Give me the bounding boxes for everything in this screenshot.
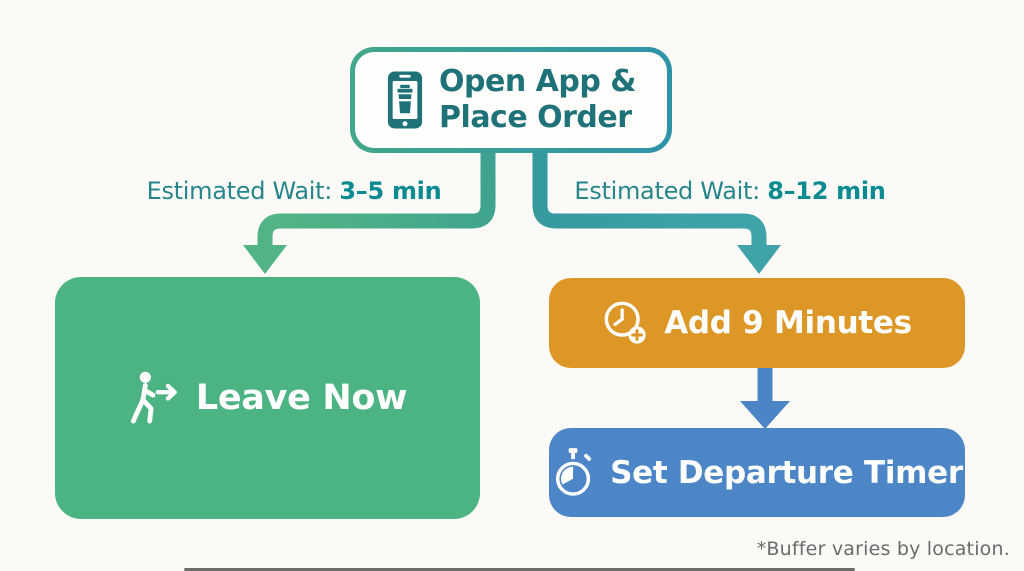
leave-now-label: Leave Now: [195, 378, 408, 418]
footnote: *Buffer varies by location.: [756, 538, 1010, 560]
clock-plus-icon: [604, 301, 646, 344]
start-node-title: Open App & Place Order: [439, 64, 636, 136]
add-minutes-node: Add 9 Minutes: [549, 278, 965, 368]
left-wait-prefix: Estimated Wait:: [146, 177, 340, 205]
set-timer-label: Set Departure Timer: [610, 454, 963, 491]
start-title-line1: Open App &: [439, 64, 636, 99]
right-wait-label: Estimated Wait: 8–12 min: [574, 177, 886, 205]
walking-person-icon: [130, 371, 177, 424]
leave-now-node: Leave Now: [55, 277, 480, 519]
set-timer-node: Set Departure Timer: [549, 428, 965, 517]
left-wait-label: Estimated Wait: 3–5 min: [138, 177, 450, 205]
left-branch-arrow: [243, 146, 496, 274]
right-branch-arrow: [532, 146, 781, 274]
stopwatch-icon: [556, 447, 592, 496]
bottom-bar: [184, 568, 855, 571]
right-wait-prefix: Estimated Wait:: [574, 177, 768, 205]
add-minutes-label: Add 9 Minutes: [664, 305, 912, 341]
left-wait-value: 3–5 min: [339, 177, 442, 205]
right-wait-value: 8–12 min: [767, 177, 886, 205]
down-arrow: [740, 368, 790, 429]
start-title-line2: Place Order: [439, 100, 632, 135]
start-node-body: Open App & Place Order: [355, 52, 667, 148]
phone-order-icon: [387, 71, 423, 129]
start-node-open-app: Open App & Place Order: [350, 47, 672, 153]
